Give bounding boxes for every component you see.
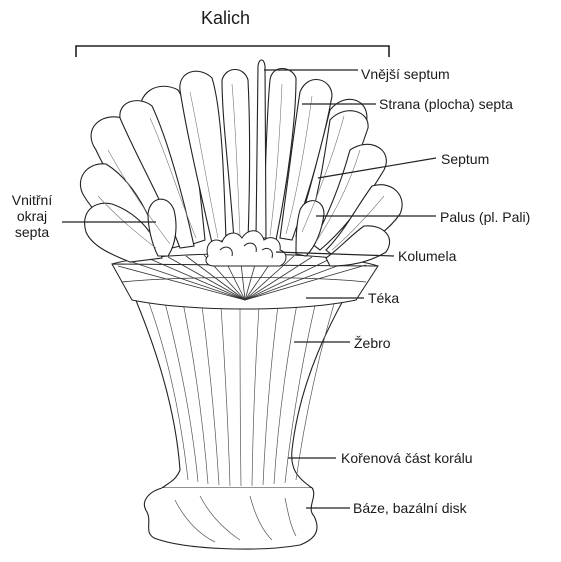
label-theca: Téka <box>368 290 399 306</box>
label-inner-edge-line2: okraj <box>4 208 60 224</box>
outer-septum-spike <box>256 60 266 238</box>
label-costa: Žebro <box>354 335 391 351</box>
label-outer-septum: Vnější septum <box>361 66 450 82</box>
label-inner-edge: Vnitřní okraj septa <box>4 192 60 240</box>
label-palus: Palus (pl. Pali) <box>440 209 530 225</box>
label-base: Báze, bazální disk <box>353 500 467 516</box>
label-septum-side: Strana (plocha) septa <box>379 96 513 112</box>
calyx-title: Kalich <box>201 8 250 29</box>
calyx-bracket <box>76 46 389 57</box>
label-inner-edge-line3: septa <box>4 224 60 240</box>
coral-stalk <box>122 268 362 549</box>
label-root-part: Kořenová část korálu <box>341 450 473 466</box>
label-inner-edge-line1: Vnitřní <box>4 192 60 208</box>
label-septum: Septum <box>441 151 489 167</box>
label-columella: Kolumela <box>398 248 456 264</box>
